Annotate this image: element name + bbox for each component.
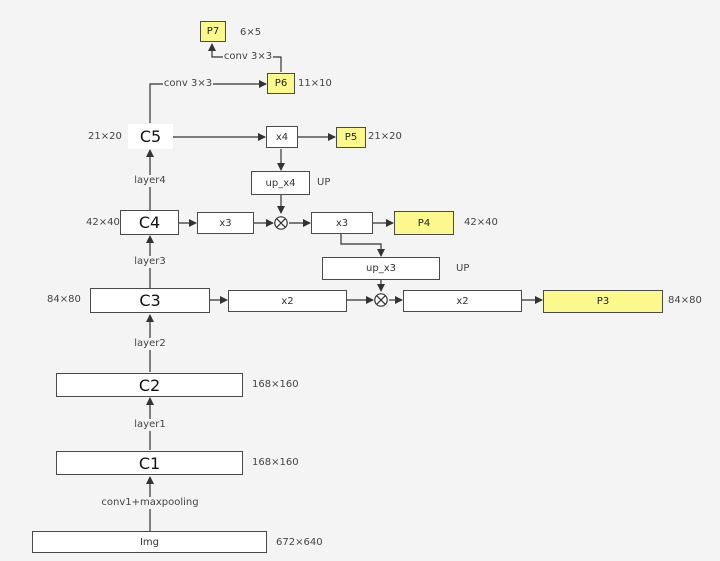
p6-node[interactable]: P6 (267, 73, 295, 94)
p4-x3-node[interactable]: x3 (311, 212, 373, 234)
c1-size-label: 168×160 (252, 457, 299, 468)
c4-node[interactable]: C4 (120, 210, 179, 235)
c5-size-label: 21×20 (88, 131, 122, 142)
layer4-label: layer4 (133, 175, 167, 187)
sum-operator-p4 (274, 216, 288, 230)
p3-x2-node[interactable]: x2 (403, 290, 522, 312)
up-x4-node[interactable]: up_x4 (251, 171, 310, 195)
sum-operator-p3 (374, 293, 388, 307)
c5-x4-node[interactable]: x4 (266, 126, 298, 148)
c1-node[interactable]: C1 (56, 451, 243, 475)
up-label-x3: UP (456, 263, 470, 274)
p4-size-label: 42×40 (464, 217, 498, 228)
up-label-x4: UP (317, 177, 331, 188)
p5-node[interactable]: P5 (336, 127, 366, 148)
edge-x3-upx3 (340, 234, 385, 257)
p6-size-label: 11×10 (298, 78, 332, 89)
c3-x2-node[interactable]: x2 (228, 290, 347, 312)
img-node[interactable]: Img (32, 531, 267, 553)
layer2-label: layer2 (133, 338, 167, 350)
layer1-label: layer1 (133, 419, 167, 431)
img-size-label: 672×640 (276, 537, 323, 548)
conv1-maxpooling-label: conv1+maxpooling (100, 497, 200, 509)
p7-size-label: 6×5 (240, 27, 262, 38)
p7-node[interactable]: P7 (200, 21, 226, 42)
c3-size-label: 84×80 (47, 294, 81, 305)
p4-node[interactable]: P4 (394, 211, 454, 235)
p5-size-label: 21×20 (368, 131, 402, 142)
c2-size-label: 168×160 (252, 379, 299, 390)
c5-node[interactable]: C5 (128, 124, 173, 149)
p3-node[interactable]: P3 (543, 290, 663, 313)
conv-p6-p7-label: conv 3×3 (222, 51, 274, 63)
c3-node[interactable]: C3 (90, 288, 210, 313)
up-x3-node[interactable]: up_x3 (322, 257, 440, 280)
p3-size-label: 84×80 (668, 295, 702, 306)
layer3-label: layer3 (133, 256, 167, 268)
c2-node[interactable]: C2 (56, 373, 243, 397)
conv-c5-p6-label: conv 3×3 (162, 78, 214, 90)
edge-c5-p6 (149, 80, 267, 123)
c4-x3-node[interactable]: x3 (197, 212, 254, 234)
c4-size-label: 42×40 (86, 217, 120, 228)
